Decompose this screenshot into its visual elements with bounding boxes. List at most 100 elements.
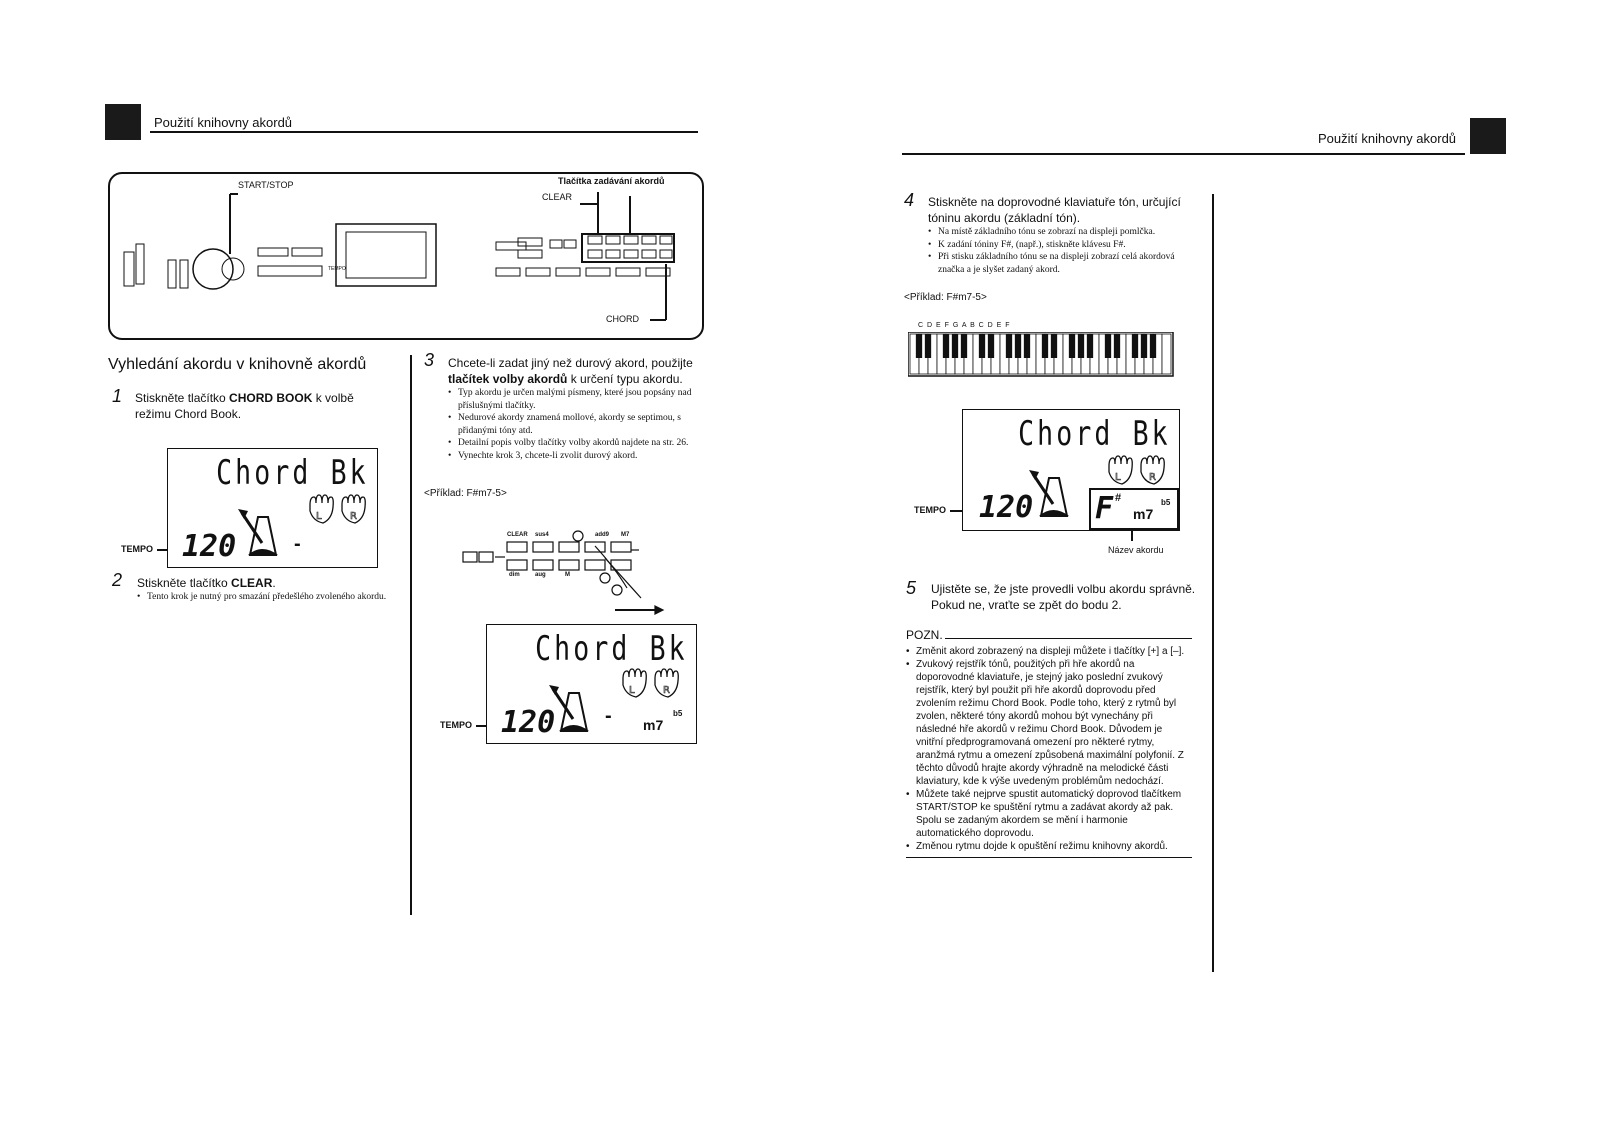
clear-label: CLEAR bbox=[542, 192, 573, 202]
black-key bbox=[1005, 334, 1013, 358]
keypad-label-dim: dim bbox=[509, 572, 520, 578]
lcd3-tempo-leader bbox=[950, 510, 962, 512]
svg-text:L: L bbox=[316, 511, 322, 522]
black-key bbox=[978, 334, 986, 358]
note-title: POZN. bbox=[906, 628, 1192, 642]
keyboard-illustration bbox=[908, 332, 1174, 377]
keyboard-frame bbox=[908, 332, 1174, 377]
step3-bullet-2: Nedurové akordy znamená mollové, akordy … bbox=[448, 412, 706, 437]
black-key bbox=[951, 334, 959, 358]
panel-tempo-label: TEMPO bbox=[328, 266, 346, 272]
right-header-title: Použití knihovny akordů bbox=[1318, 131, 1457, 146]
step3-number: 3 bbox=[424, 350, 435, 370]
lcd2-dash: - bbox=[605, 705, 612, 727]
step4-bullets: Na místě základního tónu se zobrazí na d… bbox=[928, 226, 1203, 276]
step5-text: Ujistěte se, že jste provedli volbu akor… bbox=[931, 582, 1196, 612]
step3-text: Chcete-li zadat jiný než durový akord, p… bbox=[448, 356, 693, 386]
right-header-block bbox=[1470, 118, 1506, 154]
step4-example: <Příklad: F#m7-5> bbox=[904, 292, 987, 303]
step4-number: 4 bbox=[904, 190, 915, 210]
step3-bullet-3: Detailní popis volby tlačítky volby akor… bbox=[448, 437, 706, 450]
step1-number: 1 bbox=[112, 386, 123, 406]
lcd3-root: F bbox=[1095, 491, 1114, 526]
keypad-label-aug: aug bbox=[535, 572, 546, 578]
lcd3-tempo-label: TEMPO bbox=[914, 505, 947, 515]
step5-number: 5 bbox=[906, 578, 917, 598]
black-key bbox=[1149, 334, 1157, 358]
keyboard-labels: C D E F G A B C D E F bbox=[918, 322, 1011, 329]
black-key bbox=[1068, 334, 1076, 358]
left-header-title: Použití knihovny akordů bbox=[154, 115, 293, 130]
black-key bbox=[1050, 334, 1058, 358]
lcd2-tempo-label: TEMPO bbox=[440, 720, 473, 730]
start-stop-label: START/STOP bbox=[238, 180, 294, 190]
lcd3-title: Chord Bk bbox=[1018, 414, 1171, 454]
svg-text:R: R bbox=[1149, 472, 1156, 483]
step3-bullets: Typ akordu je určen malými písmeny, kter… bbox=[448, 387, 706, 462]
lcd3-tempo: 120 bbox=[979, 490, 1034, 525]
black-key bbox=[960, 334, 968, 358]
lcd3-chord-box: F # m7 b5 bbox=[1089, 488, 1179, 530]
black-key bbox=[1113, 334, 1121, 358]
step3-example: <Příklad: F#m7-5> bbox=[424, 488, 507, 499]
left-header-block bbox=[105, 104, 141, 140]
black-key bbox=[1014, 334, 1022, 358]
note-title-text: POZN. bbox=[906, 628, 943, 642]
panel-drawing bbox=[123, 192, 675, 321]
keypad-label-add9: add9 bbox=[595, 532, 610, 538]
black-key bbox=[1104, 334, 1112, 358]
left-header-rule bbox=[150, 131, 698, 133]
chord-label: CHORD bbox=[606, 314, 639, 324]
keypad-drawing bbox=[462, 530, 665, 615]
lcd2-flat5: b5 bbox=[673, 709, 683, 718]
lcd3-flat5: b5 bbox=[1161, 498, 1171, 507]
note-item-1: Změnit akord zobrazený na displeji můžet… bbox=[906, 645, 1192, 658]
metronome-icon bbox=[1029, 470, 1069, 517]
black-key bbox=[987, 334, 995, 358]
lcd1-tempo-label: TEMPO bbox=[121, 544, 154, 554]
note-item-3: Můžete také nejprve spustit automatický … bbox=[906, 788, 1192, 840]
keypad-label-clear: CLEAR bbox=[507, 532, 528, 538]
step3-bullet-4: Vynechte krok 3, chcete-li zvolit durový… bbox=[448, 450, 706, 463]
keypad-label-m: M bbox=[565, 572, 570, 578]
keypad-label-m7: M7 bbox=[621, 532, 630, 538]
black-key bbox=[1077, 334, 1085, 358]
svg-text:L: L bbox=[1115, 472, 1121, 483]
metronome-icon bbox=[549, 685, 589, 732]
lcd1-title: Chord Bk bbox=[216, 453, 369, 493]
keypad-illustration: CLEAR sus4 add9 M7 dim aug M bbox=[455, 528, 685, 618]
step1-text: Stiskněte tlačítko CHORD BOOK k volbě re… bbox=[135, 391, 354, 421]
control-panel-illustration: START/STOP Tlačítka zadávání akordů CLEA… bbox=[108, 172, 704, 340]
black-key bbox=[1086, 334, 1094, 358]
right-header-rule bbox=[902, 153, 1465, 155]
white-key bbox=[1161, 333, 1172, 375]
lcd1-tempo-leader bbox=[157, 549, 167, 551]
step4-bullet-2: K zadání tóniny F#, (např.), stiskněte k… bbox=[928, 239, 1203, 252]
note-bottom-rule bbox=[906, 857, 1192, 858]
black-key bbox=[915, 334, 923, 358]
step2-bullet: Tento krok je nutný pro smazání předešlé… bbox=[137, 591, 392, 604]
right-column-divider bbox=[1212, 194, 1214, 972]
svg-text:L: L bbox=[629, 685, 635, 696]
note-item-4: Změnou rytmu dojde k opuštění režimu kni… bbox=[906, 840, 1192, 853]
note-title-rule bbox=[944, 638, 1192, 639]
metronome-icon bbox=[238, 509, 278, 556]
lcd1-dash: - bbox=[294, 533, 301, 555]
svg-text:R: R bbox=[663, 685, 670, 696]
black-key bbox=[1131, 334, 1139, 358]
lcd3-chord: m7 bbox=[1133, 506, 1154, 522]
lcd2-tempo-leader bbox=[476, 725, 486, 727]
black-key bbox=[942, 334, 950, 358]
step4-bullet-3: Při stisku základního tónu se na displej… bbox=[928, 251, 1203, 276]
black-key bbox=[1023, 334, 1031, 358]
step2-number: 2 bbox=[112, 570, 123, 590]
black-key bbox=[924, 334, 932, 358]
lcd3-caption-leader bbox=[1131, 529, 1133, 541]
keypad-label-sus4: sus4 bbox=[535, 532, 549, 538]
step3-bullet-1: Typ akordu je určen malými písmeny, kter… bbox=[448, 387, 706, 412]
